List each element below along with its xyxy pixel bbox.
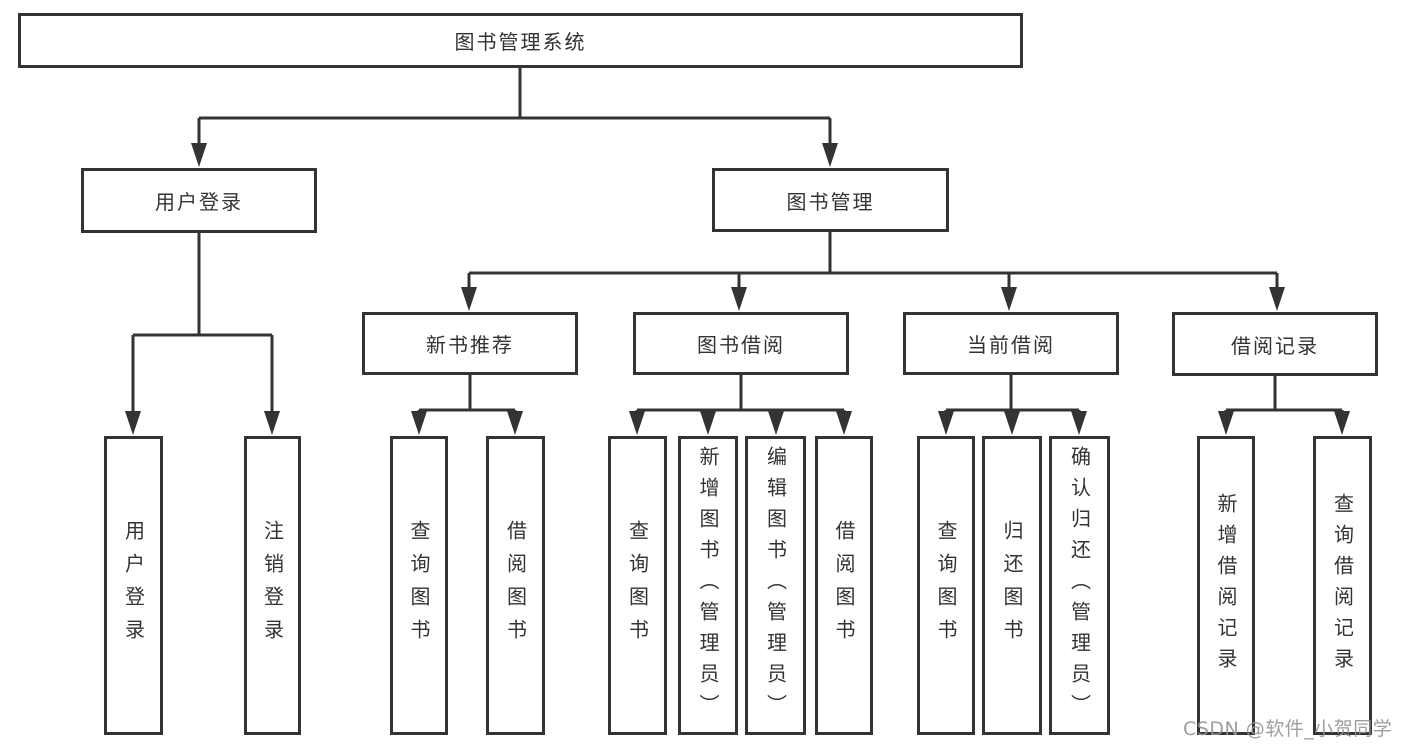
leaf-query-borrow-record: 查询借阅记录 [1313,436,1372,735]
leaf-edit-book-admin: 编辑图书（管理员） [745,436,806,735]
arrow-down-icon [1334,411,1350,435]
arrow-down-icon [125,411,141,435]
arrow-down-icon [768,411,784,435]
leaf-query-book-borrow: 查询图书 [608,436,667,735]
connector-borrow-to-leaves [635,375,846,418]
arrow-down-icon [731,287,747,311]
leaf-return-book: 归还图书 [982,436,1042,735]
connector-record-to-leaves [1224,375,1344,418]
node-library-system-root: 图书管理系统 [18,13,1023,68]
arrow-down-icon [1004,411,1020,435]
connector-paths [131,66,1344,418]
leaf-query-book-current: 查询图书 [917,436,975,735]
connector-root-to-level2 [197,66,832,150]
arrow-down-icon [1218,411,1234,435]
arrow-down-icon [836,411,852,435]
node-book-borrow: 图书借阅 [633,312,849,375]
leaf-add-borrow-record: 新增借阅记录 [1197,436,1255,735]
node-book-management: 图书管理 [712,168,949,232]
arrow-down-icon [938,411,954,435]
connector-user-login-to-leaves [131,233,274,418]
leaf-query-book-newbook: 查询图书 [390,436,448,735]
leaf-confirm-return-admin: 确认归还（管理员） [1049,436,1110,735]
arrow-down-icon [1269,287,1285,311]
arrow-down-icon [411,411,427,435]
arrow-down-icon [629,411,645,435]
arrow-down-icon [507,411,523,435]
connector-book-mgmt-to-level3 [467,232,1279,296]
connector-new-book-to-leaves [417,375,517,418]
arrow-down-icon [1001,287,1017,311]
arrow-down-icon [700,411,716,435]
leaf-logout-login: 注销登录 [244,436,301,735]
arrow-down-icon [461,287,477,311]
arrow-down-icon [191,143,207,167]
node-borrow-record: 借阅记录 [1172,312,1378,376]
leaf-user-login: 用户登录 [104,436,163,735]
arrow-down-icon [822,143,838,167]
watermark: CSDN @软件_小贺同学 [1183,718,1393,740]
arrow-down-icon [264,411,280,435]
arrowheads [125,143,1350,435]
node-user-login: 用户登录 [81,168,317,233]
arrow-down-icon [1071,411,1087,435]
leaf-add-book-admin: 新增图书（管理员） [678,436,738,735]
node-new-book-recommend: 新书推荐 [362,312,578,375]
leaf-borrow-book-newbook: 借阅图书 [486,436,545,735]
node-current-borrow: 当前借阅 [903,312,1119,375]
leaf-borrow-book: 借阅图书 [815,436,873,735]
